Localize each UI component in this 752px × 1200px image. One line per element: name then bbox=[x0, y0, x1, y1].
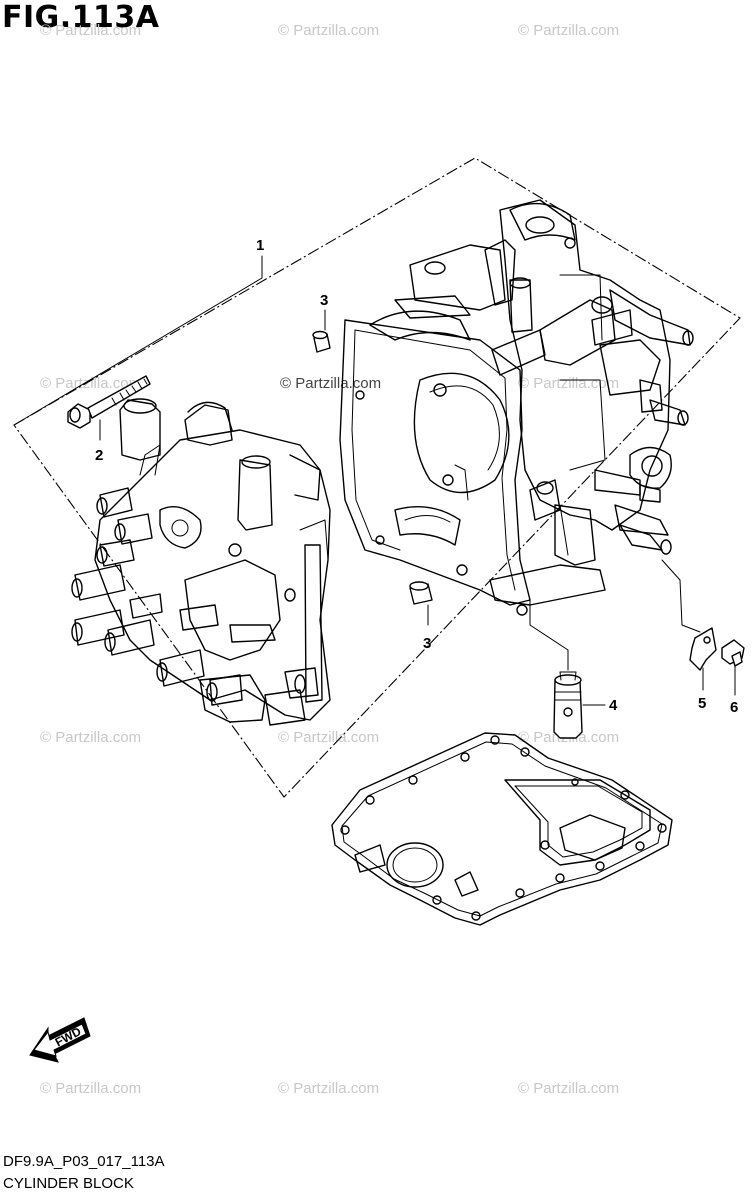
watermark: © Partzilla.com bbox=[40, 1080, 141, 1097]
watermark: © Partzilla.com bbox=[518, 375, 619, 392]
leader-lines bbox=[13, 255, 736, 706]
callout-3: 3 bbox=[320, 292, 328, 309]
watermark: © Partzilla.com bbox=[280, 375, 381, 392]
watermark: © Partzilla.com bbox=[40, 375, 141, 392]
watermark: © Partzilla.com bbox=[518, 22, 619, 39]
callout-5: 5 bbox=[698, 695, 706, 712]
dowel-pin-part-3 bbox=[409, 581, 433, 605]
cylinder-block-left-section bbox=[71, 398, 331, 726]
watermark: © Partzilla.com bbox=[278, 729, 379, 746]
figure-code: DF9.9A_P03_017_113A bbox=[3, 1153, 165, 1170]
watermark-layer: © Partzilla.com © Partzilla.com © Partzi… bbox=[40, 22, 619, 1097]
assembly-boundary bbox=[13, 157, 741, 798]
figure-name: CYLINDER BLOCK bbox=[3, 1175, 134, 1192]
bolt-part-2 bbox=[67, 375, 151, 429]
dowel-pin-part-3 bbox=[312, 330, 331, 353]
watermark: © Partzilla.com bbox=[278, 1080, 379, 1097]
bolt-part-6 bbox=[721, 639, 745, 667]
bracket-part-5 bbox=[689, 627, 717, 671]
fitting-part-4 bbox=[553, 671, 583, 739]
cylinder-block-center-section bbox=[339, 239, 616, 616]
callout-6: 6 bbox=[730, 699, 738, 716]
callout-1: 1 bbox=[256, 237, 264, 254]
callout-2: 2 bbox=[95, 447, 103, 464]
callout-4: 4 bbox=[609, 697, 618, 714]
watermark: © Partzilla.com bbox=[40, 729, 141, 746]
callout-3: 3 bbox=[423, 635, 431, 652]
mounting-bosses-left bbox=[71, 487, 319, 706]
figure-title: FIG.113A bbox=[2, 0, 160, 35]
callout-labels: 1 2 3 3 4 5 6 bbox=[95, 237, 738, 716]
fwd-arrow: FWD bbox=[29, 1017, 91, 1063]
watermark: © Partzilla.com bbox=[40, 22, 141, 39]
watermark: © Partzilla.com bbox=[518, 1080, 619, 1097]
cylinder-block-right-section bbox=[489, 199, 694, 606]
cylinder-block-gasket bbox=[331, 732, 673, 926]
watermark: © Partzilla.com bbox=[278, 22, 379, 39]
